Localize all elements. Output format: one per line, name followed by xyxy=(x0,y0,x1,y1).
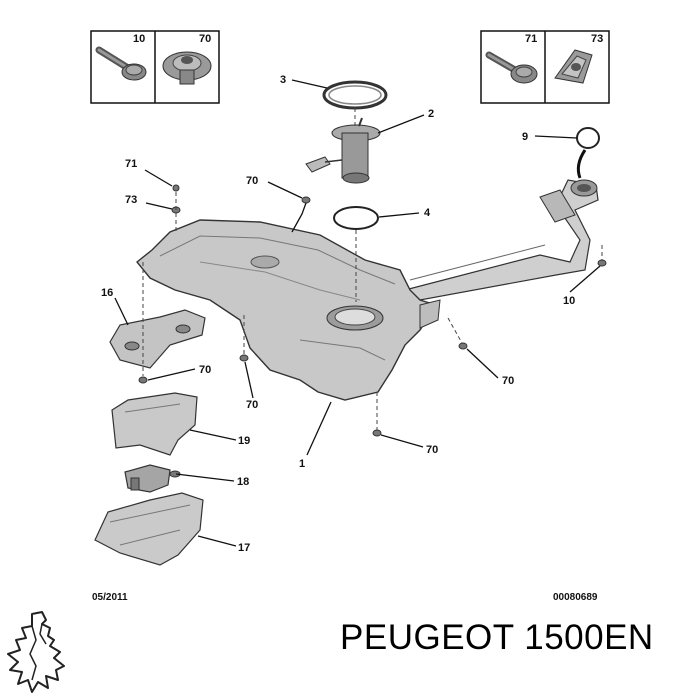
brand-part-number-caption: PEUGEOT 1500EN xyxy=(340,618,654,657)
sensor-18 xyxy=(124,464,181,493)
lock-ring-3 xyxy=(322,80,388,110)
callout-2: 2 xyxy=(428,108,434,120)
diagram-reference-code: 00080689 xyxy=(553,592,598,603)
callout-70-top: 70 xyxy=(246,175,258,187)
bolt-71-icon xyxy=(485,51,538,84)
callout-18: 18 xyxy=(237,476,249,488)
inset-left-label-10: 10 xyxy=(133,33,145,45)
nut-70-icon xyxy=(162,51,212,85)
callout-71: 71 xyxy=(125,158,137,170)
inset-box-left: 10 70 xyxy=(90,30,220,104)
filler-neck-pipe xyxy=(403,179,599,301)
fuel-pump-module-2 xyxy=(305,117,381,184)
filler-seal-pointer xyxy=(576,149,587,179)
heat-shield-17 xyxy=(94,492,204,566)
seal-4 xyxy=(333,206,379,230)
callout-3: 3 xyxy=(280,74,286,86)
filler-seal-9 xyxy=(576,127,600,149)
bracket-16 xyxy=(109,309,206,369)
callout-73: 73 xyxy=(125,194,137,206)
fuel-tank-1 xyxy=(136,219,441,401)
callout-1: 1 xyxy=(299,458,305,470)
leader-lines xyxy=(114,79,601,547)
inset-left-label-70: 70 xyxy=(199,33,211,45)
callout-16: 16 xyxy=(101,287,113,299)
peugeot-lion-logo-icon xyxy=(7,611,65,693)
callout-19: 19 xyxy=(238,435,250,447)
callout-9: 9 xyxy=(522,131,528,143)
callout-70-bottom: 70 xyxy=(426,444,438,456)
callout-labels: 3 2 4 9 71 73 70 10 16 70 70 70 70 1 19 … xyxy=(101,74,575,554)
heat-shield-19 xyxy=(111,392,198,456)
inset-right-label-73: 73 xyxy=(591,33,603,45)
clip-nut-73-icon xyxy=(554,49,593,84)
bolt-10-icon xyxy=(95,46,147,81)
assembly-guides xyxy=(142,108,603,430)
callout-70-bracket: 70 xyxy=(199,364,211,376)
fastener-markers xyxy=(138,184,607,437)
inset-box-right: 71 73 xyxy=(480,30,610,104)
callout-10: 10 xyxy=(563,295,575,307)
diagram-date-code: 05/2011 xyxy=(92,592,128,603)
callout-17: 17 xyxy=(238,542,250,554)
callout-4: 4 xyxy=(424,207,431,219)
inset-right-label-71: 71 xyxy=(525,33,537,45)
callout-70-right: 70 xyxy=(502,375,514,387)
callout-70-center: 70 xyxy=(246,399,258,411)
